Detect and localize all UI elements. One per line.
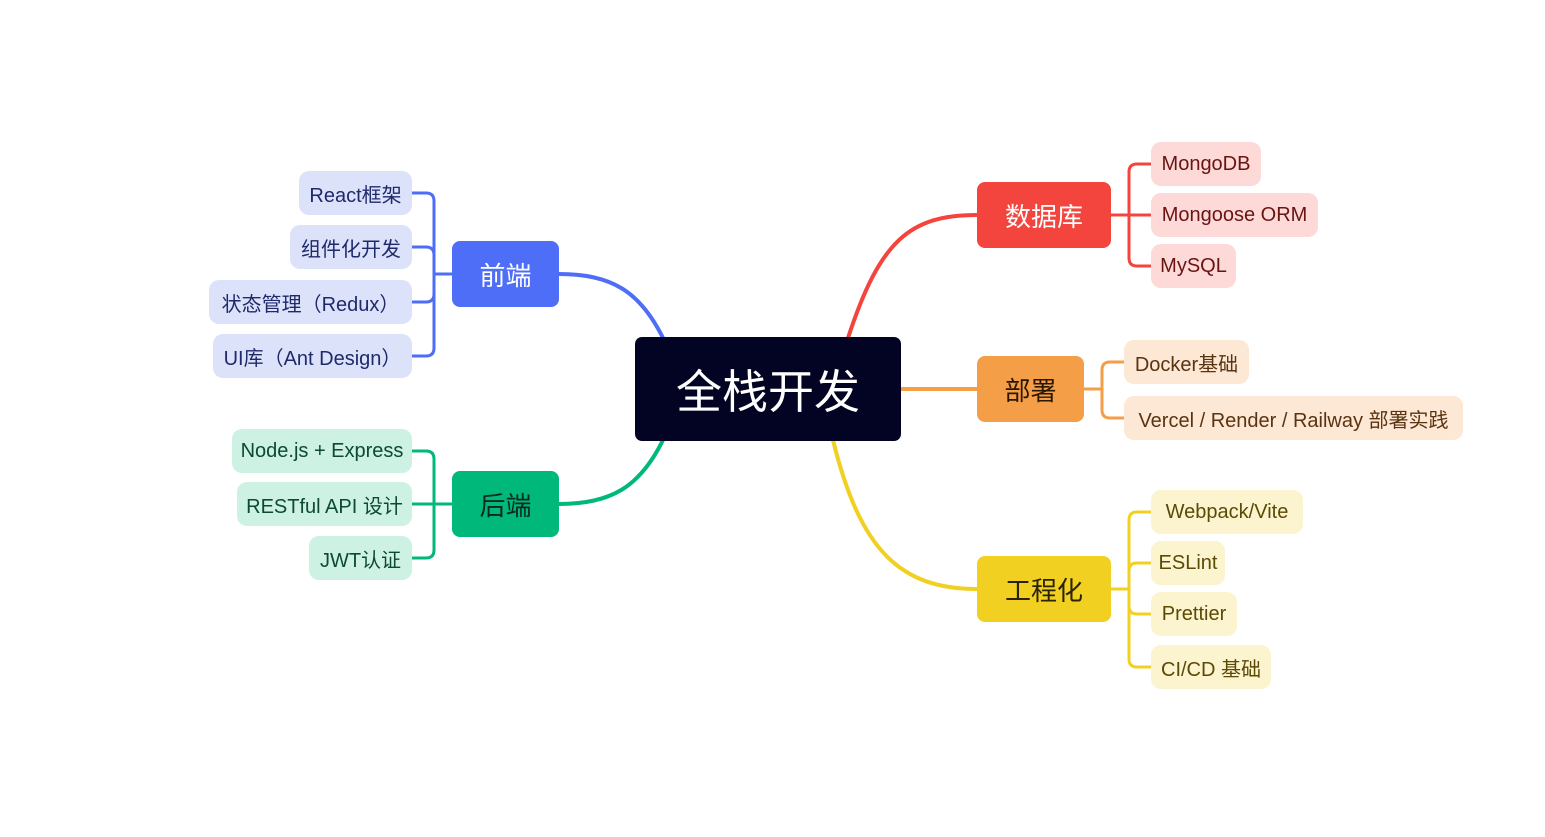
leaf-node-backend[interactable]: RESTful API 设计 [237,482,412,526]
leaf-edge-eng [1127,587,1153,669]
root-node[interactable]: 全栈开发 [635,337,901,441]
branch-node-backend[interactable]: 后端 [452,471,559,537]
leaf-node-backend[interactable]: JWT认证 [309,536,412,580]
leaf-node-backend[interactable]: Node.js + Express [232,429,412,473]
root-edge-backend [557,436,666,506]
branch-node-frontend[interactable]: 前端 [452,241,559,307]
leaf-node-database[interactable]: MongoDB [1151,142,1261,186]
root-edge-engineering [831,438,979,591]
branch-node-engineering[interactable]: 工程化 [977,556,1111,622]
leaf-edge-database [1127,162,1153,217]
leaf-node-eng[interactable]: CI/CD 基础 [1151,645,1271,689]
leaf-node-eng[interactable]: ESLint [1151,541,1225,585]
leaf-node-frontend[interactable]: UI库（Ant Design） [213,334,412,378]
leaf-edge-deploy [1100,360,1126,391]
leaf-edge-eng [1127,561,1153,591]
leaf-node-database[interactable]: MySQL [1151,244,1236,288]
root-edge-frontend [557,272,666,342]
leaf-edge-backend [410,449,436,506]
leaf-edge-database [1127,213,1153,268]
leaf-node-deploy[interactable]: Vercel / Render / Railway 部署实践 [1124,396,1463,440]
leaf-node-frontend[interactable]: 状态管理（Redux） [209,280,412,324]
leaf-node-eng[interactable]: Webpack/Vite [1151,490,1303,534]
leaf-node-deploy[interactable]: Docker基础 [1124,340,1249,384]
branch-node-deploy[interactable]: 部署 [977,356,1084,422]
leaf-edge-frontend [410,272,436,304]
leaf-edge-frontend [410,272,436,358]
leaf-edge-frontend [410,245,436,276]
root-edge-database [846,213,979,340]
leaf-edge-eng [1127,587,1153,616]
leaf-node-frontend[interactable]: React框架 [299,171,412,215]
leaf-node-eng[interactable]: Prettier [1151,592,1237,636]
leaf-node-database[interactable]: Mongoose ORM [1151,193,1318,237]
branch-node-database[interactable]: 数据库 [977,182,1111,248]
leaf-edge-frontend [410,191,436,276]
leaf-edge-eng [1127,510,1153,591]
leaf-edge-backend [410,502,436,560]
leaf-edge-deploy [1100,387,1126,420]
leaf-node-frontend[interactable]: 组件化开发 [290,225,412,269]
